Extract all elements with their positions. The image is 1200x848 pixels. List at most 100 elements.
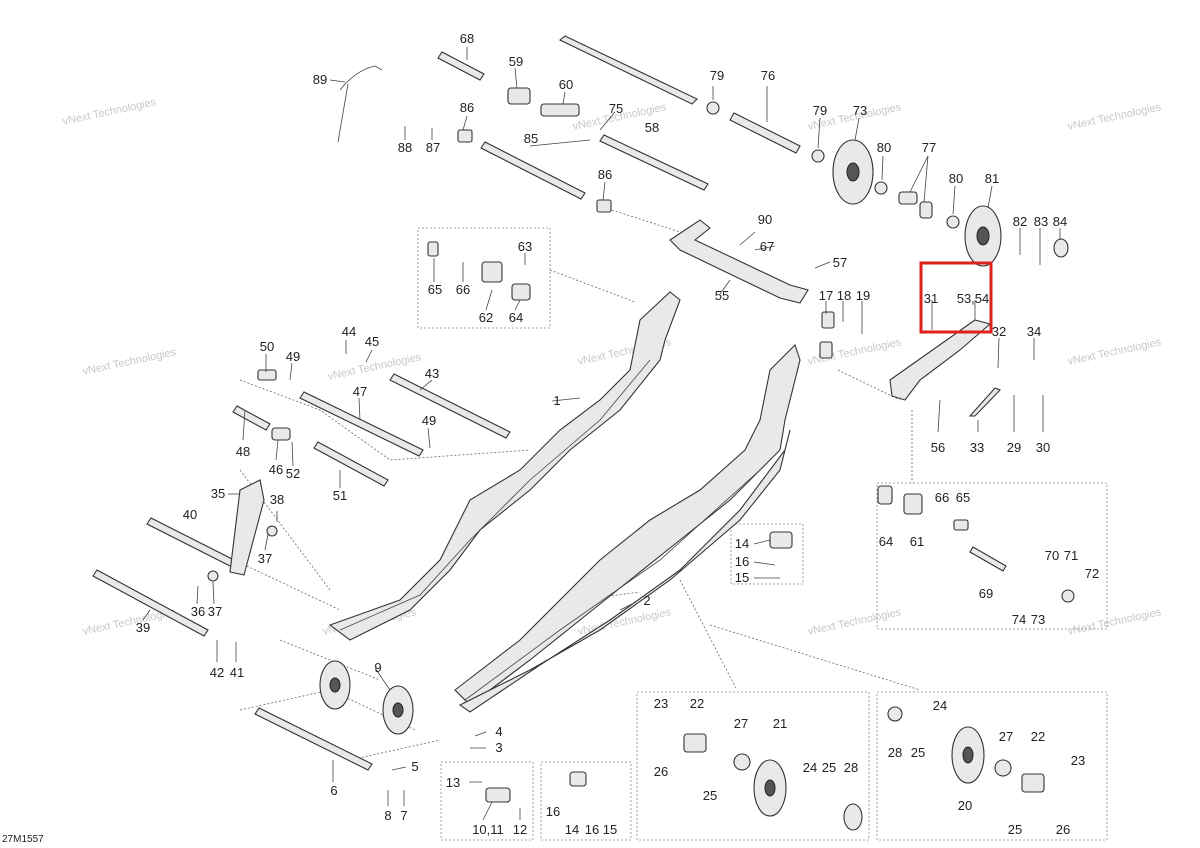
callout-52: 52 bbox=[286, 466, 300, 481]
callout-25: 25 bbox=[703, 788, 717, 803]
callout-1: 1 bbox=[553, 393, 560, 408]
wheels bbox=[319, 139, 1069, 831]
callout-44: 44 bbox=[342, 324, 356, 339]
callout-21: 21 bbox=[773, 716, 787, 731]
callout-7: 7 bbox=[400, 808, 407, 823]
highlight-box bbox=[919, 261, 993, 334]
callout-89: 89 bbox=[313, 72, 327, 87]
callout-76: 76 bbox=[761, 68, 775, 83]
callout-32: 32 bbox=[992, 324, 1006, 339]
callout-64: 64 bbox=[509, 310, 523, 325]
callout-24: 24 bbox=[933, 698, 947, 713]
callout-26: 26 bbox=[1056, 822, 1070, 837]
callout-72: 72 bbox=[1085, 566, 1099, 581]
callout-6: 6 bbox=[330, 783, 337, 798]
watermark-text: vNext Technologies bbox=[1067, 101, 1163, 133]
callout-42: 42 bbox=[210, 665, 224, 680]
hardware bbox=[207, 65, 1075, 803]
leader-lines bbox=[142, 47, 1061, 821]
callout-75: 75 bbox=[609, 101, 623, 116]
callout-43: 43 bbox=[425, 366, 439, 381]
callout-15: 15 bbox=[735, 570, 749, 585]
callout-79: 79 bbox=[813, 103, 827, 118]
callout-41: 41 bbox=[230, 665, 244, 680]
callout-57: 57 bbox=[833, 255, 847, 270]
callout-19: 19 bbox=[856, 288, 870, 303]
callout-23: 23 bbox=[1071, 753, 1085, 768]
callout-35: 35 bbox=[211, 486, 225, 501]
callout-81: 81 bbox=[985, 171, 999, 186]
callout-51: 51 bbox=[333, 488, 347, 503]
watermark-text: vNext Technologies bbox=[62, 96, 158, 128]
callout-50: 50 bbox=[260, 339, 274, 354]
callout-18: 18 bbox=[837, 288, 851, 303]
callout-66: 66 bbox=[456, 282, 470, 297]
callout-84: 84 bbox=[1053, 214, 1067, 229]
callout-63: 63 bbox=[518, 239, 532, 254]
callout-39: 39 bbox=[136, 620, 150, 635]
callout-87: 87 bbox=[426, 140, 440, 155]
bracket-31 bbox=[889, 319, 992, 401]
callout-88: 88 bbox=[398, 140, 412, 155]
callout-86: 86 bbox=[460, 100, 474, 115]
callout-30: 30 bbox=[1036, 440, 1050, 455]
callout-67: 67 bbox=[760, 239, 774, 254]
callout-33: 33 bbox=[970, 440, 984, 455]
callout-23: 23 bbox=[654, 696, 668, 711]
callout-29: 29 bbox=[1007, 440, 1021, 455]
callout-37: 37 bbox=[258, 551, 272, 566]
callout-83: 83 bbox=[1034, 214, 1048, 229]
callout-86: 86 bbox=[598, 167, 612, 182]
callout-25: 25 bbox=[1008, 822, 1022, 837]
callout-15: 15 bbox=[603, 822, 617, 837]
watermark-text: vNext Technologies bbox=[327, 351, 423, 383]
callout-60: 60 bbox=[559, 77, 573, 92]
callout-80: 80 bbox=[877, 140, 891, 155]
drawing-code: 27M1557 bbox=[2, 834, 44, 845]
callout-9: 9 bbox=[374, 660, 381, 675]
callout-73: 73 bbox=[853, 103, 867, 118]
callout-38: 38 bbox=[270, 492, 284, 507]
callout-45: 45 bbox=[365, 334, 379, 349]
callout-25: 25 bbox=[822, 760, 836, 775]
callout-79: 79 bbox=[710, 68, 724, 83]
callout-73: 73 bbox=[1031, 612, 1045, 627]
callout-8: 8 bbox=[384, 808, 391, 823]
callout-2: 2 bbox=[643, 593, 650, 608]
callout-56: 56 bbox=[931, 440, 945, 455]
callout-28: 28 bbox=[844, 760, 858, 775]
callout-62: 62 bbox=[479, 310, 493, 325]
callout-49: 49 bbox=[286, 349, 300, 364]
watermark-text: vNext Technologies bbox=[82, 346, 178, 378]
callout-82: 82 bbox=[1013, 214, 1027, 229]
arm-35 bbox=[229, 479, 265, 576]
callout-55: 55 bbox=[715, 288, 729, 303]
callout-58: 58 bbox=[645, 120, 659, 135]
callout-20: 20 bbox=[958, 798, 972, 813]
callout-53-54: 53,54 bbox=[957, 291, 990, 306]
callout-34: 34 bbox=[1027, 324, 1041, 339]
callout-10-11: 10,11 bbox=[472, 822, 504, 837]
shafts bbox=[92, 35, 1007, 771]
callout-61: 61 bbox=[910, 534, 924, 549]
callout-14: 14 bbox=[735, 536, 749, 551]
callout-85: 85 bbox=[524, 131, 538, 146]
callout-17: 17 bbox=[819, 288, 833, 303]
watermark-text: vNext Technologies bbox=[1067, 336, 1163, 368]
watermark-text: vNext Technologies bbox=[1067, 606, 1163, 638]
callout-16: 16 bbox=[546, 804, 560, 819]
callout-64: 64 bbox=[879, 534, 893, 549]
callout-14: 14 bbox=[565, 822, 579, 837]
callout-13: 13 bbox=[446, 775, 460, 790]
callout-49: 49 bbox=[422, 413, 436, 428]
callout-47: 47 bbox=[353, 384, 367, 399]
callout-65: 65 bbox=[428, 282, 442, 297]
callout-36: 36 bbox=[191, 604, 205, 619]
callout-71: 71 bbox=[1064, 548, 1078, 563]
callout-74: 74 bbox=[1012, 612, 1026, 627]
callout-90: 90 bbox=[758, 212, 772, 227]
callout-59: 59 bbox=[509, 54, 523, 69]
callout-40: 40 bbox=[183, 507, 197, 522]
callout-65: 65 bbox=[956, 490, 970, 505]
